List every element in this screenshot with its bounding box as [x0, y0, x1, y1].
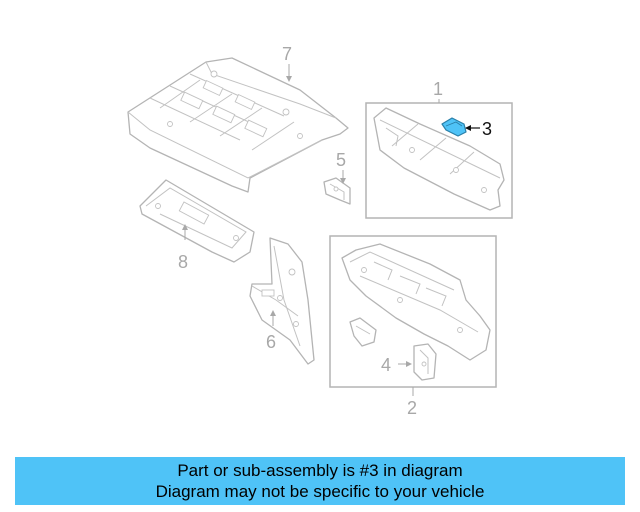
info-banner: Part or sub-assembly is #3 in diagram Di…: [15, 457, 625, 505]
part-3-highlighted-bracket: [441, 117, 467, 137]
part-1-rear-panel: [373, 107, 505, 211]
banner-line-1: Part or sub-assembly is #3 in diagram: [177, 461, 463, 480]
callout-7: 7: [282, 44, 292, 64]
callout-6: 6: [266, 332, 276, 352]
part-6-side-extension: [249, 237, 315, 365]
leader-4-arrow: [406, 361, 412, 367]
leader-8-arrow: [182, 224, 188, 230]
part-8-floor-crossmember: [139, 179, 255, 263]
callout-4: 4: [381, 355, 391, 375]
part-2-small-bracket: [349, 317, 377, 347]
leader-7-arrow: [286, 76, 292, 82]
leader-5-arrow: [340, 178, 346, 184]
callout-2: 2: [407, 398, 417, 418]
parts-diagram: 7 8 5 6 1: [127, 44, 513, 418]
callout-3: 3: [482, 119, 492, 139]
part-5-bracket: [323, 177, 351, 205]
leader-3-arrow: [465, 125, 471, 131]
part-7-rear-package-tray: [127, 57, 349, 193]
callout-5: 5: [336, 150, 346, 170]
banner-line-2: Diagram may not be specific to your vehi…: [155, 482, 485, 501]
part-2-rear-floor-panel: [341, 243, 491, 361]
callout-1: 1: [433, 79, 443, 99]
leader-6-arrow: [270, 310, 276, 316]
callout-8: 8: [178, 252, 188, 272]
part-4-bracket: [413, 343, 437, 381]
